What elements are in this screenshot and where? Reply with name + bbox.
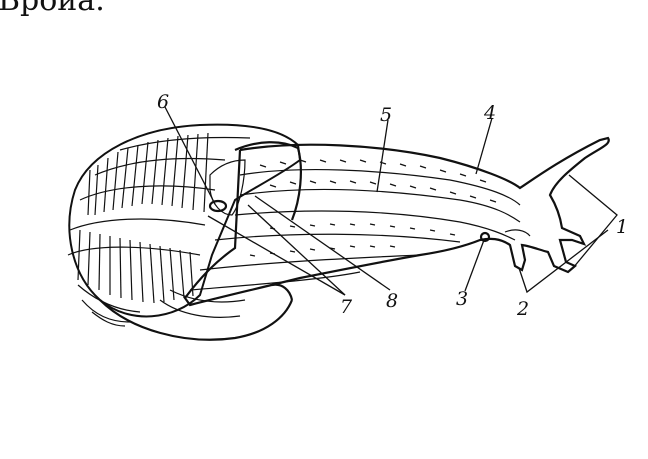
label-7: 7 <box>340 296 353 318</box>
label-5: 5 <box>380 104 392 126</box>
label-6: 6 <box>157 91 169 113</box>
leader-3 <box>465 240 484 291</box>
leader-7b <box>248 205 345 295</box>
leader-8 <box>255 196 390 290</box>
label-3: 3 <box>456 288 468 310</box>
label-2: 2 <box>516 298 529 320</box>
label-1: 1 <box>616 216 628 238</box>
label-8: 8 <box>386 290 398 312</box>
leader-4 <box>476 118 492 174</box>
shell-drawing <box>68 125 301 340</box>
label-4: 4 <box>483 102 496 124</box>
leader-5 <box>377 120 388 192</box>
